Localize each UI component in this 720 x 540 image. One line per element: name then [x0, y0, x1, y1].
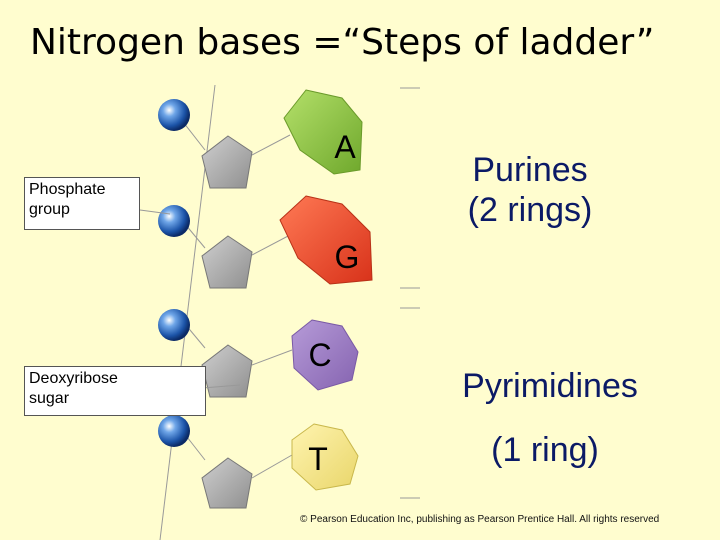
- sugar-label-line1: Deoxyribose: [29, 370, 118, 387]
- pyrimidines-subheading: (1 ring): [470, 430, 620, 470]
- copyright-notice: © Pearson Education Inc, publishing as P…: [300, 514, 660, 525]
- base-a-label: A: [334, 129, 356, 165]
- tick-marks: [400, 87, 420, 499]
- phosphate-label-line1: Phosphate: [29, 181, 106, 198]
- sugar-base-links: [251, 134, 293, 479]
- sugar-group: [201, 135, 253, 509]
- base-c-shape: [291, 319, 359, 391]
- sugar-pentagon: [201, 457, 253, 509]
- deoxyribose-sugar-label: Deoxyribose sugar: [24, 366, 206, 416]
- sugar-pentagon: [201, 135, 253, 189]
- page-title: Nitrogen bases =“Steps of ladder”: [30, 22, 655, 63]
- purines-line1: Purines: [472, 151, 588, 189]
- pyrimidines-line2: (1 ring): [491, 431, 599, 469]
- sugar-label-line2: sugar: [29, 390, 70, 407]
- base-g-label: G: [335, 239, 360, 275]
- phosphate-pointer: [139, 209, 171, 215]
- phosphate-group-label: Phosphate group: [24, 177, 140, 230]
- phosphate-label-line2: group: [29, 201, 70, 218]
- phosphate-sphere: [158, 309, 190, 341]
- purines-heading: Purines (2 rings): [440, 150, 620, 230]
- base-t-label: T: [308, 441, 328, 477]
- phosphate-sphere: [158, 99, 190, 131]
- sugar-pentagon: [201, 235, 253, 289]
- phosphate-sphere: [158, 415, 190, 447]
- base-t-shape: [291, 423, 359, 491]
- phosphate-sphere: [158, 205, 190, 237]
- base-c-label: C: [308, 337, 331, 373]
- sugar-pentagon: [201, 344, 253, 398]
- base-a-shape: [283, 89, 363, 175]
- pyrimidines-line1: Pyrimidines: [462, 367, 638, 405]
- purines-line2: (2 rings): [467, 191, 593, 229]
- pyrimidines-heading: Pyrimidines: [440, 366, 660, 406]
- base-g-shape: [279, 195, 373, 285]
